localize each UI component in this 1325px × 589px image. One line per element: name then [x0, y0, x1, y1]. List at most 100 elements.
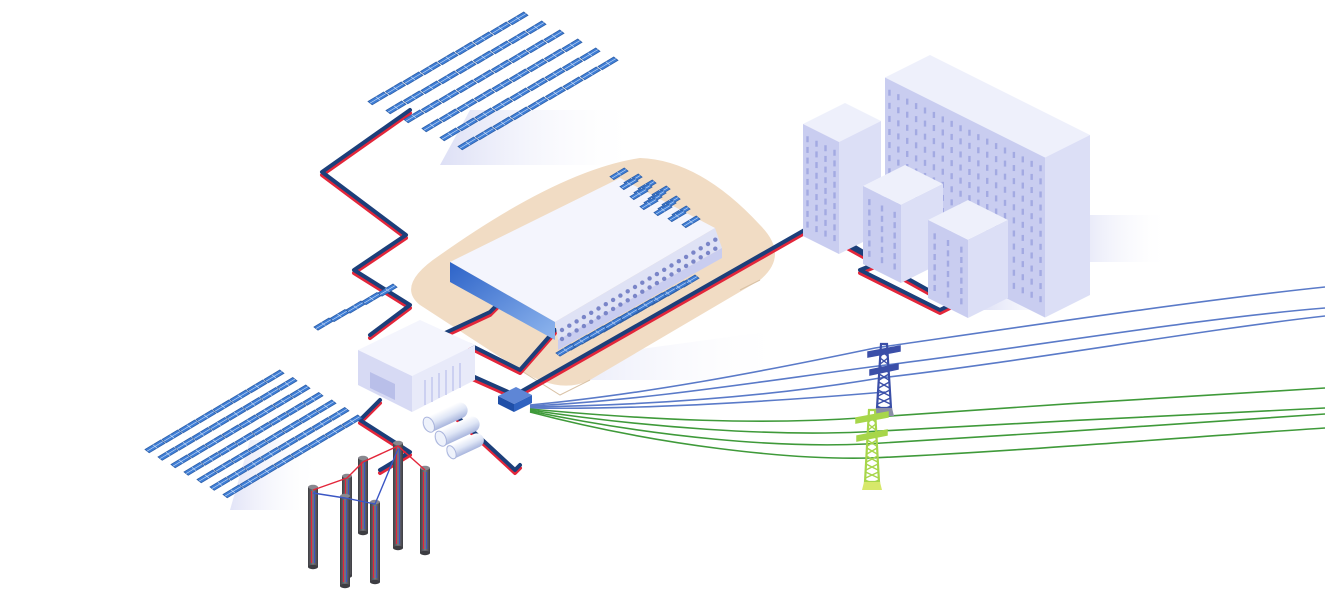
solar-panel: [490, 59, 513, 74]
vent: [691, 250, 696, 255]
power-line: [529, 391, 886, 410]
solar-panel: [509, 106, 532, 121]
solar-panel: [525, 39, 548, 54]
vent: [683, 254, 689, 260]
solar-panel: [157, 447, 179, 461]
vent: [669, 263, 674, 268]
solar-panel: [507, 30, 530, 45]
vent: [589, 319, 594, 324]
vent: [705, 250, 711, 256]
vent: [618, 302, 623, 307]
solar-panel: [226, 467, 248, 481]
solar-panel: [311, 417, 333, 431]
solar-panel: [619, 307, 640, 321]
solar-panel: [307, 434, 329, 449]
solar-panel: [457, 136, 479, 151]
solar-panel: [313, 317, 334, 331]
solar-panel: [561, 38, 583, 53]
vent: [676, 268, 681, 273]
solar-panel: [474, 107, 496, 122]
storage-tanks: [422, 402, 484, 460]
solar-field-west-small: [313, 283, 398, 331]
solar-panel: [290, 444, 312, 459]
solar-panel: [562, 76, 584, 91]
solar-panel: [508, 49, 530, 64]
solar-panel: [544, 67, 566, 82]
vent: [574, 328, 579, 333]
solar-panel: [619, 177, 639, 191]
solar-panel: [324, 424, 346, 439]
power-line: [529, 387, 1325, 423]
solar-panel: [178, 419, 200, 434]
solar-panel: [527, 96, 549, 111]
solar-panel: [473, 69, 495, 84]
transmission-lines-green: [529, 387, 1325, 459]
solar-panel: [187, 444, 209, 459]
solar-panel: [543, 29, 565, 44]
vent: [589, 310, 594, 315]
vent: [713, 237, 718, 242]
solar-panel: [230, 449, 252, 464]
power-line: [529, 411, 1325, 459]
solar-panel: [420, 80, 442, 95]
solar-panel: [238, 414, 260, 429]
solar-panel: [579, 66, 602, 81]
solar-panel: [256, 464, 278, 479]
solar-panel: [472, 31, 494, 46]
solar-panel: [456, 98, 478, 113]
vent: [713, 246, 718, 251]
solar-panel: [264, 429, 286, 444]
solar-panel: [438, 108, 461, 123]
solar-panel: [455, 79, 478, 94]
solar-panel: [561, 57, 584, 72]
solar-panel: [474, 126, 497, 141]
vent: [632, 284, 638, 290]
solar-panel: [247, 439, 269, 454]
vent: [596, 315, 601, 320]
pylon: [855, 408, 889, 490]
solar-panel: [268, 412, 290, 426]
borehole-probe: [393, 440, 403, 551]
vent: [647, 285, 652, 290]
vent: [603, 311, 608, 316]
solar-panel: [603, 316, 624, 330]
vent: [581, 314, 587, 320]
borehole-probe: [308, 484, 318, 570]
borehole-probe: [370, 499, 380, 585]
solar-panel: [473, 88, 496, 103]
solar-panel: [196, 469, 218, 484]
solar-panel: [367, 91, 389, 106]
solar-panel: [507, 11, 529, 26]
solar-panel: [438, 89, 460, 104]
solar-panel: [639, 197, 659, 211]
solar-panel: [597, 56, 619, 71]
solar-panel: [377, 283, 398, 297]
solar-panel: [491, 78, 513, 93]
solar-field-stadium-east: [555, 274, 700, 357]
solar-panel: [456, 117, 479, 132]
solar-panel: [437, 51, 459, 66]
solar-panel: [525, 20, 547, 35]
vent: [610, 297, 616, 303]
inverter: [498, 387, 532, 412]
solar-panel: [229, 389, 251, 404]
solar-panel: [170, 454, 192, 469]
vent: [654, 280, 660, 286]
solar-panel: [294, 427, 316, 441]
vent: [647, 276, 652, 281]
vent: [640, 289, 645, 294]
solar-panel: [239, 474, 261, 489]
borehole-probe: [340, 493, 350, 589]
solar-panel: [420, 99, 443, 114]
solar-panel: [260, 447, 282, 461]
solar-panel: [255, 404, 277, 419]
solar-panel: [361, 292, 382, 306]
solar-panel: [526, 58, 548, 73]
solar-panel: [315, 399, 337, 414]
solar-panel: [587, 325, 608, 339]
solar-panel: [490, 40, 512, 55]
geothermal-probes: [308, 440, 430, 589]
transmission-tower-green: [855, 408, 889, 490]
vent: [691, 259, 696, 264]
